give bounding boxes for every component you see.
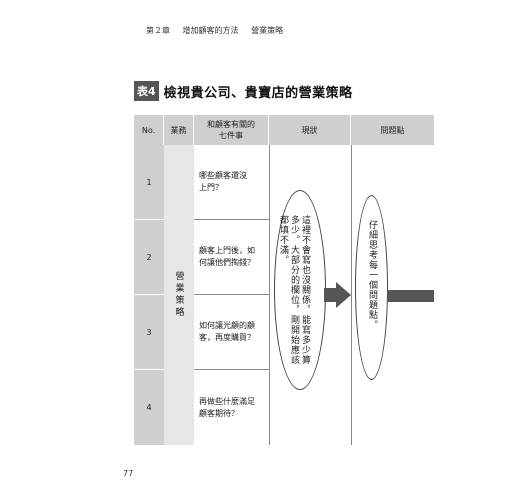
item-4-line2: 顧客期待？ <box>199 408 239 418</box>
problem-note: 仔細思考每一個問題點。 <box>367 220 377 330</box>
arrow-1-head <box>336 282 351 308</box>
item-cell-4: 再做些什麼滿足顧客期待？ <box>194 370 269 445</box>
row-no-3: 3 <box>134 295 164 370</box>
header-business: 業務 <box>164 115 194 145</box>
item-1-line1: 哪些顧客還沒 <box>199 171 247 180</box>
item-cell-3: 如何讓光顧的顧客，再度購買？ <box>194 295 269 370</box>
table-title: 表4 檢視貴公司、貴寶店的營業策略 <box>134 81 353 101</box>
page-number: 77 <box>123 469 134 478</box>
item-2-line2: 何讓他們掏錢？ <box>199 258 255 267</box>
table-badge: 表4 <box>134 81 159 101</box>
arrow-2-bar <box>387 290 434 302</box>
item-cell-1: 哪些顧客還沒上門？ <box>194 145 269 220</box>
header-no: No. <box>134 115 164 145</box>
item-1-line2: 上門？ <box>199 183 223 192</box>
row-no-1: 1 <box>134 145 164 220</box>
row-no-4: 4 <box>134 370 164 445</box>
item-cell-2: 顧客上門後，如何讓他們掏錢？ <box>194 220 269 295</box>
running-header: 第２章 增加顧客的方法 營業策略 <box>146 25 293 36</box>
row-no-2: 2 <box>134 220 164 295</box>
divider-problem <box>351 145 352 445</box>
item-4-line1: 再做些什麼滿足 <box>199 396 255 406</box>
subsection-label: 營業策略 <box>251 26 284 35</box>
business-label: 營業策略 <box>173 271 184 319</box>
item-3-line2: 客，再度購買？ <box>199 333 255 342</box>
item-3-line1: 如何讓光顧的顧 <box>199 321 255 330</box>
status-oval <box>274 190 326 390</box>
business-cell: 營業策略 <box>164 145 194 445</box>
header-status: 現狀 <box>269 115 351 145</box>
divider-status <box>269 145 270 445</box>
status-note: 這裡不會寫也沒關係，能寫多少算多少。大部分的欄位，剛開始應該都填不滿。 <box>278 215 310 365</box>
header-items-line2: 七件事 <box>219 131 243 140</box>
problem-oval <box>355 195 388 380</box>
section-label: 增加顧客的方法 <box>182 26 239 35</box>
header-items: 和顧客有關的 七件事 <box>194 115 269 145</box>
header-items-line1: 和顧客有關的 <box>207 120 255 129</box>
table-title-text: 檢視貴公司、貴寶店的營業策略 <box>163 85 353 101</box>
arrow-1-bar <box>324 288 336 302</box>
chapter-label: 第２章 <box>146 26 170 35</box>
strategy-table: No. 業務 和顧客有關的 七件事 現狀 問題點 1 2 3 4 營業策略 哪些… <box>134 115 434 445</box>
item-2-line1: 顧客上門後，如 <box>199 246 255 255</box>
header-problem: 問題點 <box>351 115 434 145</box>
